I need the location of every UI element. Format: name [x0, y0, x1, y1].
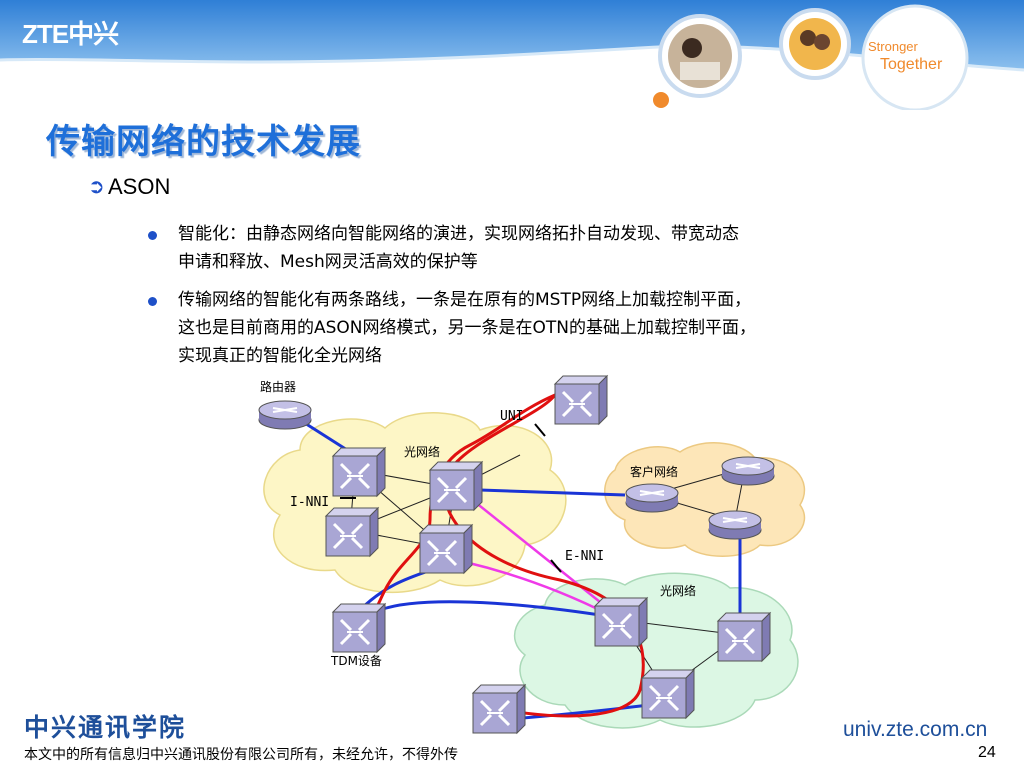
slogan-line-1: Stronger: [868, 39, 918, 54]
enni-marker: [550, 559, 562, 573]
label-tdm: TDM设备: [330, 654, 382, 668]
copyright-note: 本文中的所有信息归中兴通讯股份有限公司所有，未经允许，不得外传: [24, 747, 458, 763]
header-background: [0, 0, 1024, 110]
bullet-line: 申请和释放、Mesh网灵活高效的保护等: [178, 252, 478, 272]
oxc-device-icon: [593, 596, 649, 648]
oxc-device-icon: [553, 374, 609, 426]
red-path: [358, 393, 645, 718]
bullet-line: 智能化：由静态网络向智能网络的演进，实现网络拓扑自动发现、带宽动态: [178, 224, 739, 244]
bullet-line: 这也是目前商用的ASON网络模式，另一条是在OTN的基础上加载控制平面，: [178, 318, 756, 338]
page-number: 24: [978, 744, 996, 761]
bullet-dot-icon: [148, 297, 157, 306]
oxc-device-icon: [428, 460, 484, 512]
label-inni: I-NNI: [290, 495, 329, 510]
slogan: Stronger Together: [868, 38, 942, 74]
oxc-device-icon: [471, 683, 527, 735]
orange-dot: [653, 92, 669, 108]
oxc-device-icon: [331, 446, 387, 498]
oxc-device-icon: [640, 668, 696, 720]
level1-item: ➲ ASON: [88, 174, 171, 200]
bullet-dot-icon: [148, 231, 157, 240]
router-icon: [625, 483, 679, 513]
level1-label: ASON: [108, 174, 171, 199]
router-icon: [721, 456, 775, 486]
header-band: ZTE中兴 Stronger Together: [0, 0, 1024, 110]
label-uni: UNI: [500, 409, 523, 424]
oxc-device-icon: [716, 611, 772, 663]
label-optical-net-2: 光网络: [660, 583, 696, 598]
oxc-device-icon: [418, 523, 474, 575]
photo-circle-right: [779, 8, 851, 80]
slide-title: 传输网络的技术发展: [46, 122, 361, 162]
footer-url: univ.zte.com.cn: [843, 718, 988, 741]
uni-marker: [534, 423, 546, 437]
photo-circle-left: [658, 14, 742, 98]
oxc-device-icon: [331, 602, 387, 654]
oxc-device-icon: [324, 506, 380, 558]
bullet-item: 智能化：由静态网络向智能网络的演进，实现网络拓扑自动发现、带宽动态 申请和释放、…: [148, 220, 968, 276]
router-icon: [708, 510, 762, 540]
router-icon: [258, 400, 312, 430]
slogan-line-2: Together: [880, 56, 943, 73]
bullet-line: 传输网络的智能化有两条路线，一条是在原有的MSTP网络上加载控制平面，: [178, 290, 752, 310]
zte-logo: ZTE中兴: [22, 19, 119, 49]
label-enni: E-NNI: [565, 549, 604, 564]
ason-network-diagram: 路由器 UNI 光网络 客户网络 I-NNI E-NNI 光网络 TDM设备: [258, 374, 806, 735]
slogan-circle: [861, 4, 969, 110]
arrow-bullet-icon: ➲: [88, 176, 105, 198]
label-optical-net-1: 光网络: [404, 444, 440, 459]
bullet-item: 传输网络的智能化有两条路线，一条是在原有的MSTP网络上加载控制平面， 这也是目…: [148, 286, 968, 370]
label-client-net: 客户网络: [630, 464, 678, 479]
academy-logo: 中兴通讯学院: [24, 713, 187, 742]
bullet-line: 实现真正的智能化全光网络: [178, 346, 382, 366]
label-router: 路由器: [260, 379, 296, 394]
